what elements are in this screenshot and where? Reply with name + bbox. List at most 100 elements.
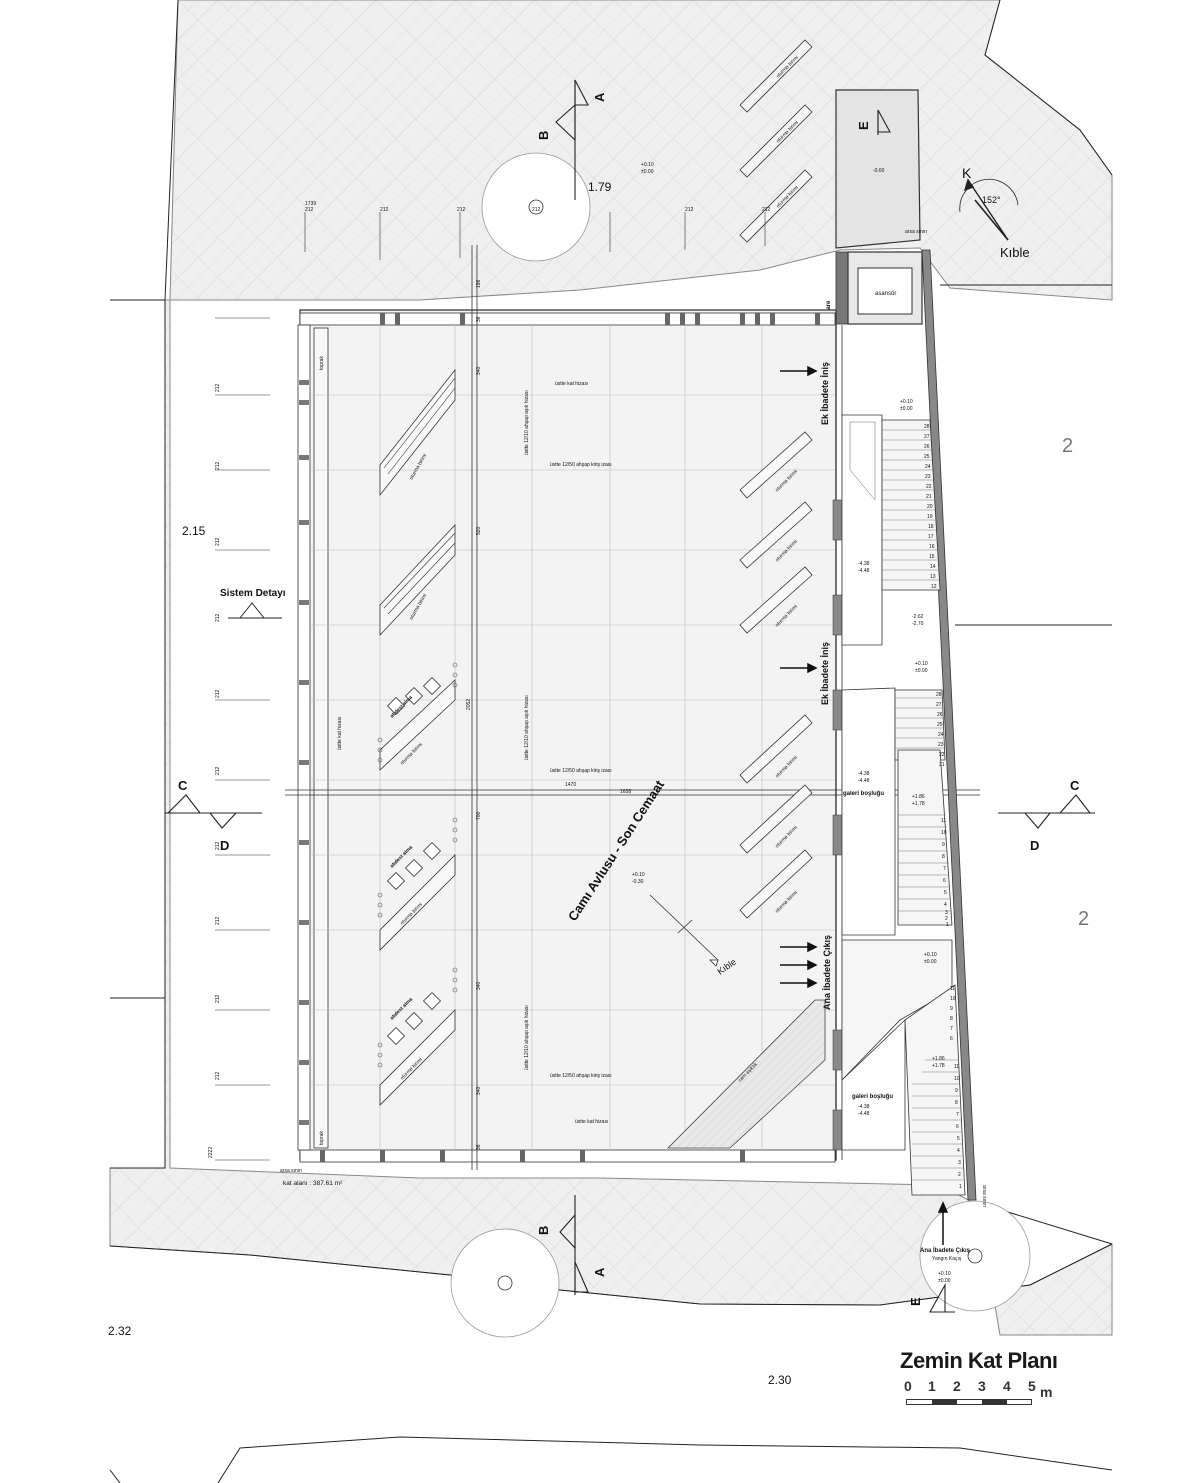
toprak-label: toprak	[319, 356, 325, 370]
plan-title: Zemin Kat Planı	[900, 1348, 1058, 1373]
minaret-level: -0.60	[873, 168, 885, 174]
compass-angle: 152°	[982, 195, 1001, 205]
svg-text:-2.62: -2.62	[912, 614, 924, 620]
svg-text:212: 212	[215, 994, 221, 1003]
svg-text:28: 28	[936, 692, 942, 698]
asansor-label: asansör	[875, 291, 896, 297]
svg-text:19: 19	[927, 514, 933, 520]
svg-text:7: 7	[943, 866, 946, 872]
svg-text:21: 21	[926, 494, 932, 500]
svg-text:10: 10	[941, 830, 947, 836]
svg-text:1: 1	[959, 1184, 962, 1190]
svg-text:2222: 2222	[208, 1147, 214, 1158]
svg-text:17: 17	[928, 534, 934, 540]
left-seating-units	[379, 368, 456, 1106]
section-a-b-bottom-icon	[559, 1195, 589, 1295]
svg-text:26: 26	[937, 712, 943, 718]
beam-label: üstte 12/50 ahşap kiriş izası	[550, 1073, 612, 1079]
svg-text:23: 23	[938, 742, 944, 748]
svg-text:24: 24	[925, 464, 931, 470]
svg-text:+0.10: +0.10	[632, 872, 645, 878]
site-number: 2.32	[108, 1324, 132, 1338]
left-dimensions: 212 212 212 212 212 212 212 212 212 212 …	[208, 383, 221, 1158]
svg-text:16: 16	[929, 544, 935, 550]
svg-text:18: 18	[928, 524, 934, 530]
sistem-detayi: Sistem Detayı	[220, 588, 286, 599]
tree-bottom-left	[450, 1228, 560, 1338]
svg-text:+0.10: +0.10	[924, 952, 937, 958]
svg-text:8: 8	[950, 1016, 953, 1022]
svg-text:6: 6	[943, 878, 946, 884]
courtyard-bottom-wall	[299, 1149, 836, 1163]
svg-text:7: 7	[956, 1112, 959, 1118]
top-dimension-ticks	[304, 212, 766, 260]
beam-label: üstte 12/10 ahşap aşık hizası	[524, 695, 530, 760]
svg-text:±0.00: ±0.00	[900, 406, 913, 412]
svg-text:±0.00: ±0.00	[924, 959, 937, 965]
svg-text:±0.00: ±0.00	[641, 169, 654, 175]
title-block: Zemin Kat Planı 0 1 2 3 4 5 m	[900, 1348, 1100, 1405]
svg-text:36: 36	[476, 316, 482, 322]
scale-numbers: 0 1 2 3 4 5 m	[904, 1378, 1053, 1400]
scale-unit: m	[1040, 1384, 1053, 1400]
beam-label: üstte 12/10 ahşap aşık hizası	[524, 1005, 530, 1070]
svg-text:3: 3	[958, 1160, 961, 1166]
svg-text:20: 20	[927, 504, 933, 510]
stair-block-1	[841, 414, 941, 646]
compass-north: K	[962, 165, 972, 181]
svg-text:+0.10: +0.10	[900, 399, 913, 405]
svg-text:196: 196	[476, 279, 482, 288]
seat-hatching	[383, 377, 456, 615]
stair-1-numbers: 28 27 26 25 24 23 22 21 20 19 18 17 16 1…	[924, 424, 937, 590]
svg-text:212: 212	[215, 461, 221, 470]
svg-text:B: B	[536, 1226, 551, 1235]
svg-text:24: 24	[938, 732, 944, 738]
svg-text:212: 212	[215, 1071, 221, 1080]
svg-text:36: 36	[476, 1144, 482, 1150]
svg-text:A: A	[592, 1267, 607, 1277]
svg-text:-4.38: -4.38	[858, 561, 870, 567]
svg-text:25: 25	[937, 722, 943, 728]
svg-text:C: C	[1070, 778, 1080, 793]
svg-text:1: 1	[946, 922, 949, 928]
svg-text:212: 212	[215, 766, 221, 775]
svg-text:2: 2	[958, 1172, 961, 1178]
right-seating-units	[739, 431, 813, 919]
kat-alani: kat alanı : 387.61 m²	[283, 1180, 343, 1187]
svg-text:1470: 1470	[565, 782, 576, 788]
toprak-label: toprak	[319, 1131, 325, 1145]
ana-ibadete-cikis: Ana İbadete Çıkış	[822, 935, 832, 1010]
vertical-dimensions: 196 36 340 520 2052 700 340 340 36	[466, 279, 482, 1150]
scale-bar	[906, 1399, 1032, 1405]
svg-text:+0.10: +0.10	[915, 661, 928, 667]
detail-marker-icon	[228, 602, 282, 619]
arsa-siniri: arsa sınırı	[981, 1185, 987, 1207]
svg-text:2: 2	[945, 916, 948, 922]
svg-text:9: 9	[942, 842, 945, 848]
svg-text:+1.78: +1.78	[932, 1063, 945, 1069]
section-e-bottom-icon	[929, 1282, 955, 1313]
svg-text:11: 11	[941, 818, 946, 824]
svg-text:-4.48: -4.48	[858, 568, 870, 574]
svg-text:7: 7	[950, 1026, 953, 1032]
svg-text:E: E	[908, 1297, 923, 1306]
ek-ibadete-arrow-icon	[780, 365, 818, 674]
left-wall-segments	[299, 380, 309, 1125]
svg-text:340: 340	[476, 981, 482, 990]
svg-text:23: 23	[925, 474, 931, 480]
exit-label: Ana İbadete Çıkış	[920, 1247, 971, 1254]
svg-text:28: 28	[924, 424, 930, 430]
ek-ibadete-1: Ek İbadete İniş	[820, 362, 830, 425]
galeri-label-2: galeri boşluğu	[852, 1094, 893, 1100]
svg-text:13: 13	[930, 574, 936, 580]
ek-ibadete-2: Ek İbadete İniş	[820, 642, 830, 705]
courtyard-top-wall	[299, 312, 836, 326]
site-boundaries	[109, 0, 1113, 1483]
tree-bottom-right	[919, 1200, 1031, 1312]
svg-text:520: 520	[476, 526, 482, 535]
svg-text:+1.78: +1.78	[912, 801, 925, 807]
compass-north-icon	[959, 178, 1019, 241]
beam-label: üstte 12/50 ahşap kiriş izası	[550, 768, 612, 774]
svg-text:22: 22	[939, 752, 945, 758]
